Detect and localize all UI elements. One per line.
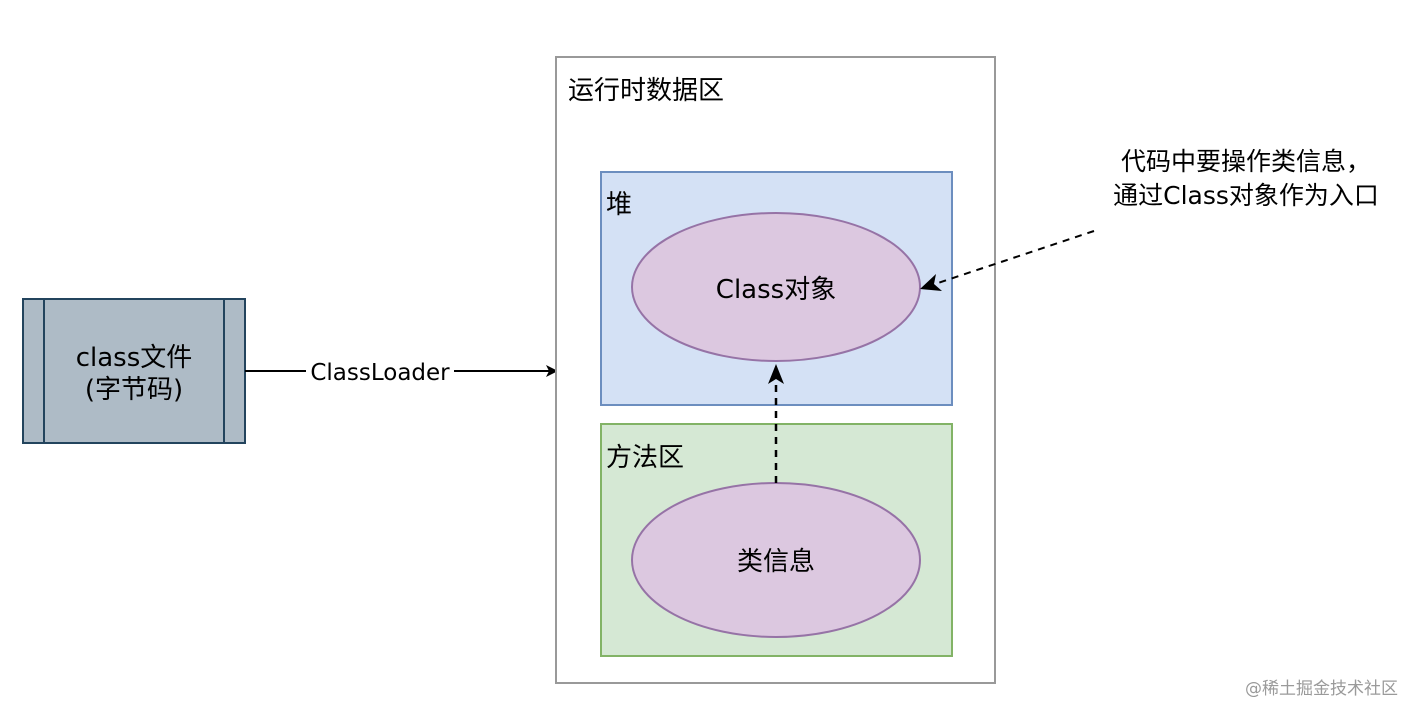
class-info-label: 类信息 <box>737 547 815 577</box>
annotation-line1: 代码中要操作类信息， <box>1121 147 1371 176</box>
watermark-text: @稀土掘金技术社区 <box>1245 679 1398 699</box>
runtime-data-area-label: 运行时数据区 <box>568 76 724 106</box>
class-object-ellipse <box>631 212 921 362</box>
annotation-to-object-edge[interactable] <box>920 230 1095 291</box>
class-object-label: Class对象 <box>716 275 836 305</box>
class-file-node[interactable]: class文件 (字节码) <box>22 298 246 444</box>
classloader-edge[interactable]: ClassLoader <box>245 360 558 386</box>
annotation-dashed-line <box>937 230 1095 284</box>
annotation-line2: 通过Class对象作为入口 <box>1113 181 1379 210</box>
classloader-edge-label: ClassLoader <box>310 360 450 386</box>
heap-label: 堆 <box>606 190 632 220</box>
class-file-box <box>22 298 246 444</box>
method-area-label: 方法区 <box>606 443 684 473</box>
annotation: 代码中要操作类信息， 通过Class对象作为入口 <box>1113 147 1379 210</box>
info-to-object-arrowhead <box>768 364 784 384</box>
class-object-node[interactable]: Class对象 <box>631 212 921 362</box>
class-file-label-line1: class文件 <box>76 343 193 373</box>
class-file-label-line2: (字节码) <box>85 375 183 405</box>
class-info-node[interactable]: 类信息 <box>631 482 921 638</box>
info-to-object-edge[interactable] <box>768 364 784 483</box>
annotation-arrowhead <box>920 274 942 291</box>
